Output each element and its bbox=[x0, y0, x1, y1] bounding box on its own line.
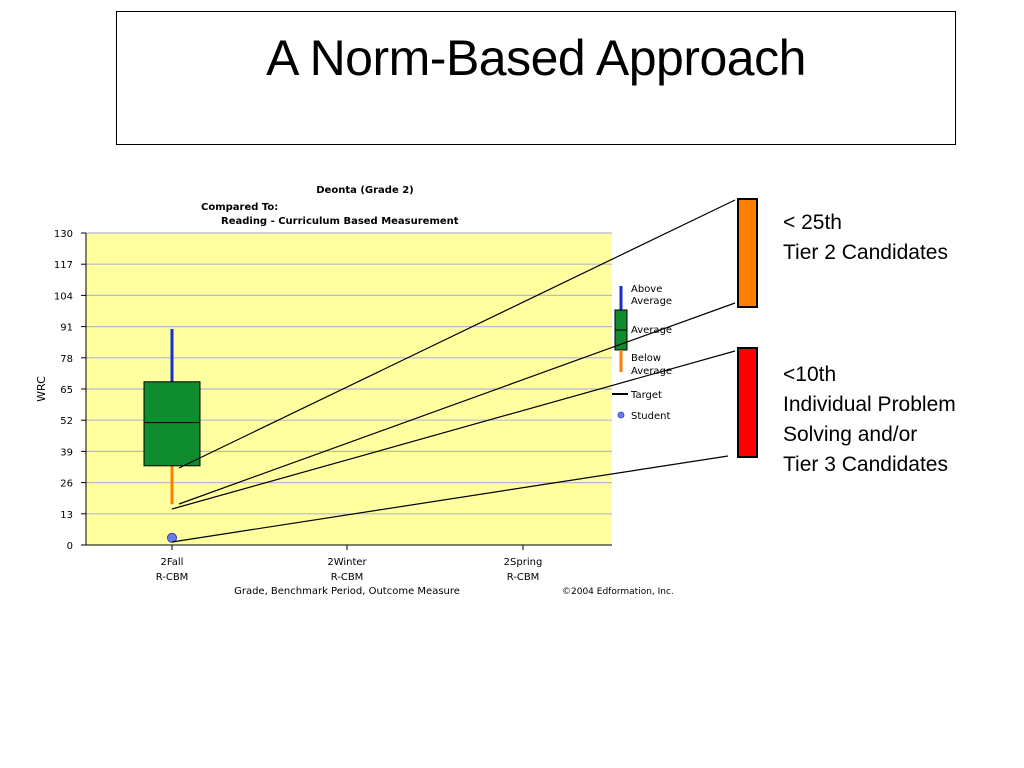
y-tick-label: 13 bbox=[60, 510, 73, 521]
legend-above-average-label: Above bbox=[631, 284, 662, 295]
y-tick-label: 26 bbox=[60, 479, 73, 490]
callout-connector bbox=[171, 350, 736, 510]
callout-tier3-percentile: <10th bbox=[783, 363, 837, 386]
y-tick-label: 117 bbox=[54, 260, 73, 271]
callout-tier2: < 25th Tier 2 Candidates bbox=[783, 208, 948, 268]
x-tick-label: 2Winter bbox=[327, 557, 367, 568]
y-tick-label: 78 bbox=[60, 354, 73, 365]
band-tier2 bbox=[737, 198, 758, 308]
copyright-label: ©2004 Edformation, Inc. bbox=[562, 587, 674, 597]
chart-subtitle: Reading - Curriculum Based Measurement bbox=[221, 216, 459, 227]
slide-title: A Norm-Based Approach bbox=[266, 30, 806, 86]
y-tick-label: 65 bbox=[60, 385, 73, 396]
legend-below-average-label: Average bbox=[631, 366, 672, 377]
y-tick-label: 52 bbox=[60, 416, 73, 427]
callout-tier3-label-1: Individual Problem bbox=[783, 393, 956, 416]
interquartile-box bbox=[143, 381, 201, 467]
callout-tier2-percentile: < 25th bbox=[783, 211, 842, 234]
callout-connector bbox=[178, 199, 736, 469]
title-box: A Norm-Based Approach bbox=[116, 11, 956, 145]
y-axis-label: WRC bbox=[35, 376, 48, 402]
legend-above-average-label: Average bbox=[631, 296, 672, 307]
chart-title: Deonta (Grade 2) bbox=[316, 185, 414, 196]
y-tick-label: 91 bbox=[60, 323, 73, 334]
callout-tier3: <10th Individual Problem Solving and/or … bbox=[783, 360, 956, 480]
x-tick-label: 2Spring bbox=[504, 557, 543, 568]
legend-student-swatch bbox=[617, 411, 625, 419]
x-tick-label: R-CBM bbox=[331, 572, 364, 583]
y-tick-label: 39 bbox=[60, 447, 73, 458]
y-tick-label: 104 bbox=[54, 291, 73, 302]
callout-connector bbox=[178, 302, 736, 505]
band-tier3 bbox=[737, 347, 758, 458]
x-tick-label: R-CBM bbox=[156, 572, 189, 583]
legend-target-label: Target bbox=[630, 390, 662, 401]
x-tick-label: 2Fall bbox=[161, 557, 184, 568]
legend-average-label: Average bbox=[631, 325, 672, 336]
x-tick-label: R-CBM bbox=[507, 572, 540, 583]
callout-tier2-label: Tier 2 Candidates bbox=[783, 241, 948, 264]
callout-tier3-label-2: Solving and/or bbox=[783, 423, 918, 446]
callout-connector bbox=[171, 455, 729, 543]
x-axis-label: Grade, Benchmark Period, Outcome Measure bbox=[234, 586, 460, 597]
legend-below-average-label: Below bbox=[631, 353, 661, 364]
y-tick-label: 0 bbox=[67, 541, 73, 552]
callout-tier3-label-3: Tier 3 Candidates bbox=[783, 453, 948, 476]
student-point bbox=[167, 532, 177, 543]
chart-subtitle-label: Compared To: bbox=[201, 202, 278, 213]
y-tick-label: 130 bbox=[54, 229, 73, 240]
legend-student-label: Student bbox=[631, 411, 670, 422]
